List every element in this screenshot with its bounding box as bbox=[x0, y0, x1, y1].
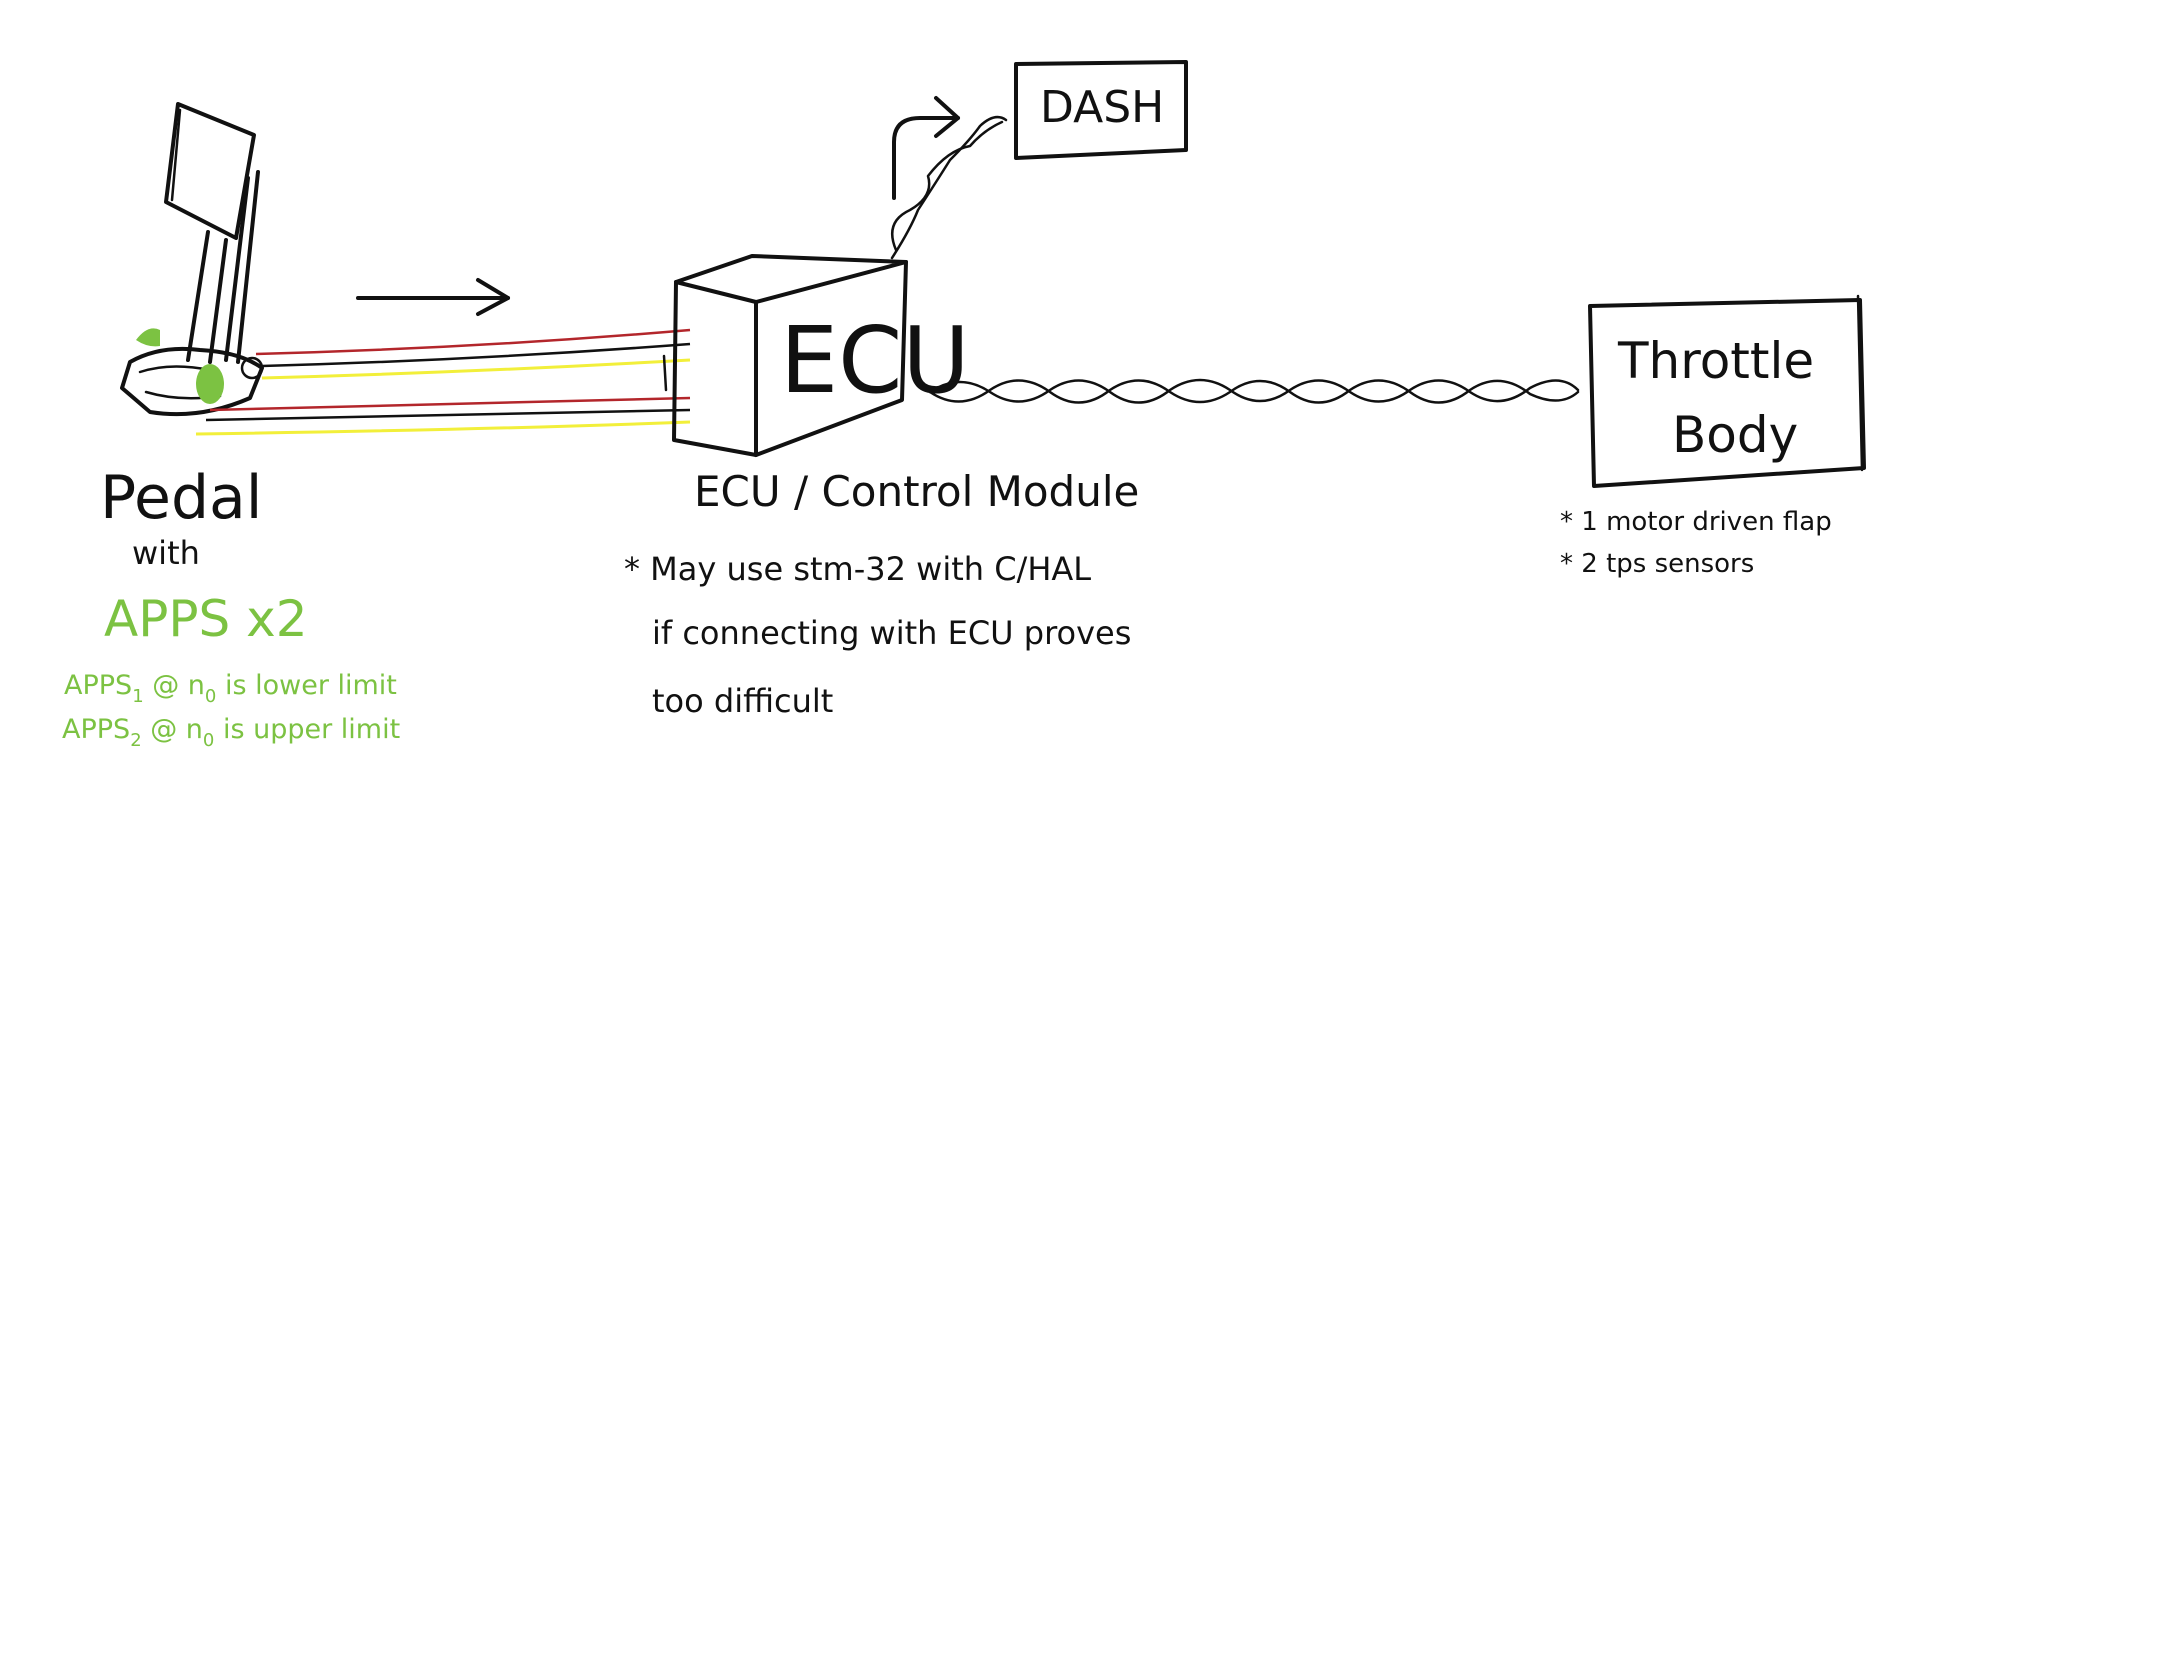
ecu-caption: ECU / Control Module bbox=[694, 467, 1139, 516]
twisted-pair-link bbox=[928, 378, 1580, 404]
throttle-note-line2: * 2 tps sensors bbox=[1560, 549, 1754, 579]
ecu-note-line2: if connecting with ECU proves bbox=[652, 614, 1131, 652]
pedal-icon bbox=[120, 102, 264, 417]
pedal-apps: APPS x2 bbox=[104, 590, 308, 648]
ecu-box: ECU bbox=[662, 254, 970, 457]
apps2-note: APPS2 @ n0 is upper limit bbox=[62, 714, 400, 751]
ecu-note-line1: * May use stm-32 with C/HAL bbox=[624, 550, 1091, 588]
pedal-label: Pedal bbox=[100, 463, 262, 533]
dash-label: DASH bbox=[1040, 82, 1164, 133]
throttle-note-line1: * 1 motor driven flap bbox=[1560, 507, 1832, 537]
throttle-label-line1: Throttle bbox=[1617, 332, 1814, 390]
arrow-up-right-icon bbox=[892, 96, 960, 200]
throttle-label-line2: Body bbox=[1672, 406, 1798, 464]
ecu-note-line3: too difficult bbox=[652, 682, 833, 720]
dash-box: DASH bbox=[1014, 60, 1188, 160]
pedal-with: with bbox=[132, 534, 200, 572]
pedal-wiring bbox=[195, 328, 691, 436]
arrow-right-icon bbox=[356, 278, 510, 316]
twisted-pair-icon bbox=[890, 115, 1008, 260]
throttle-body-box: Throttle Body bbox=[1588, 294, 1866, 488]
apps1-note: APPS1 @ n0 is lower limit bbox=[64, 670, 397, 707]
